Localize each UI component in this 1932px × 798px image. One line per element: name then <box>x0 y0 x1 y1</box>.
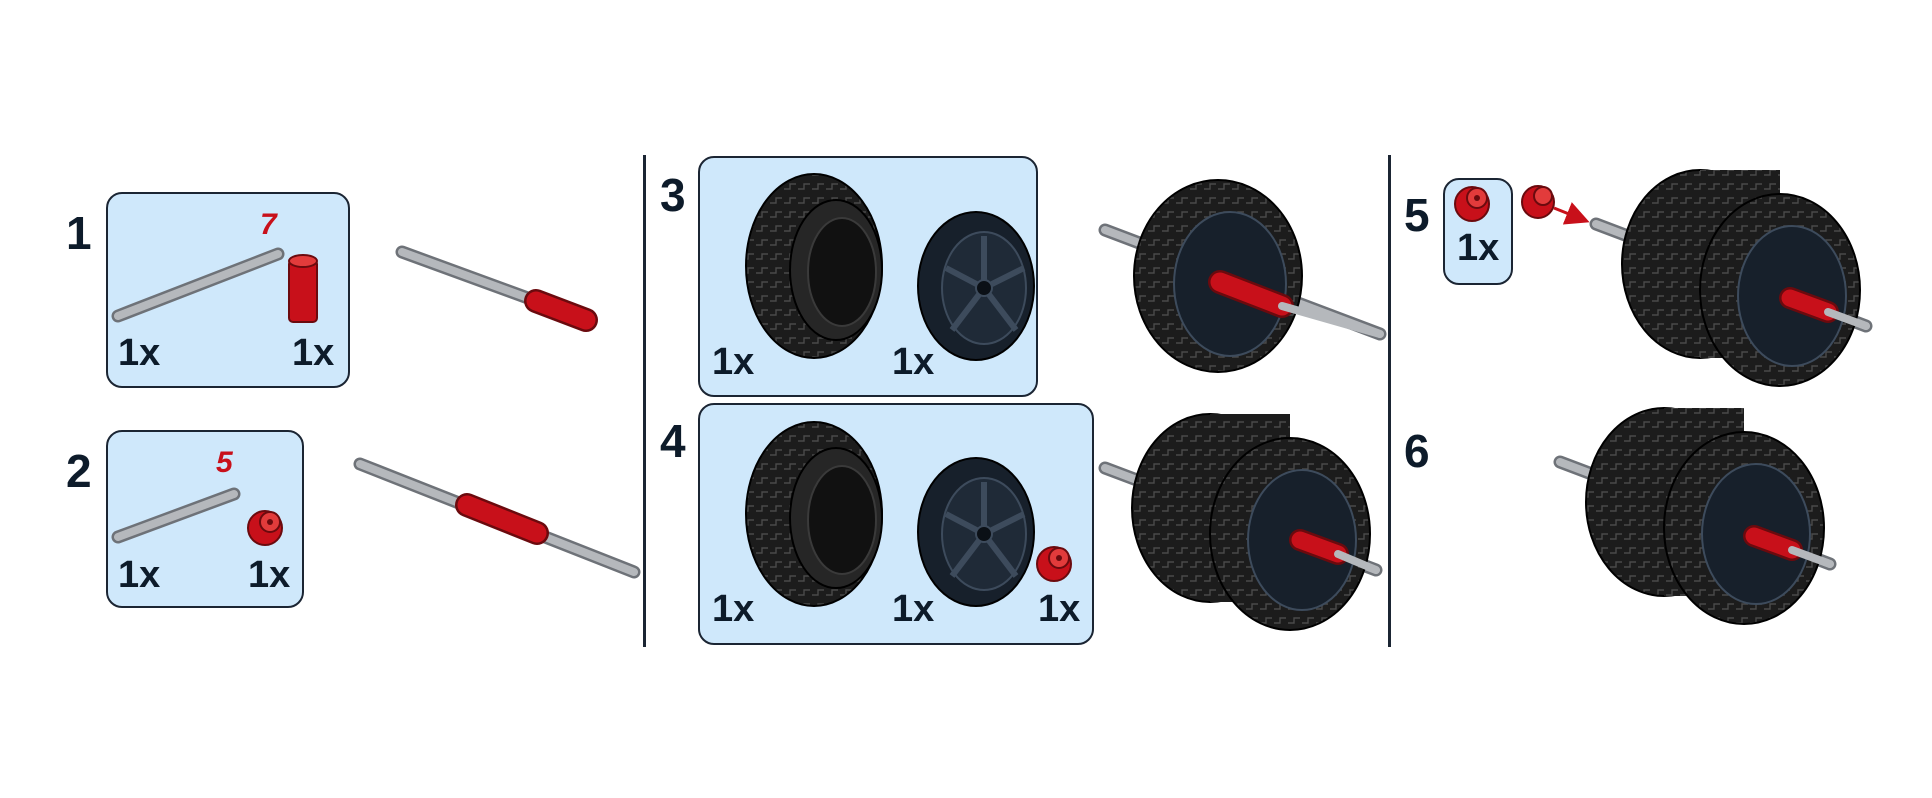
step-2-assembly-icon <box>353 457 641 579</box>
part-quantity: 1x <box>1457 227 1500 269</box>
part-quantity: 1x <box>892 341 935 383</box>
rim-icon <box>917 211 1035 361</box>
part-quantity: 1x <box>712 588 755 630</box>
wheel-assembly-icon <box>1098 179 1387 373</box>
column-divider-right <box>1388 155 1391 647</box>
axle-icon <box>111 487 241 544</box>
connector-icon <box>288 254 318 323</box>
part-quantity: 1x <box>712 341 755 383</box>
double-wheel-assembly-icon <box>1553 407 1837 625</box>
part-quantity: 1x <box>292 332 335 374</box>
step-number-6: 6 <box>1404 425 1430 477</box>
part-quantity: 1x <box>118 332 161 374</box>
part-quantity: 1x <box>892 588 935 630</box>
tire-icon <box>745 421 883 607</box>
step-number-3: 3 <box>660 169 686 221</box>
rim-icon <box>917 457 1035 607</box>
step-1-assembly-icon <box>395 245 598 332</box>
step-number-2: 2 <box>66 445 92 497</box>
bush-icon <box>1036 546 1072 582</box>
bush-icon <box>1454 186 1490 222</box>
tire-icon <box>745 173 883 359</box>
axle-length-label: 7 <box>260 208 277 241</box>
bush-icon <box>1521 185 1555 219</box>
bush-icon <box>247 510 283 546</box>
arrow-icon <box>1553 202 1590 225</box>
step-number-4: 4 <box>660 415 686 467</box>
step-number-1: 1 <box>66 207 92 259</box>
part-quantity: 1x <box>1038 588 1081 630</box>
axle-length-label: 5 <box>216 446 233 479</box>
double-wheel-assembly-icon <box>1589 169 1873 387</box>
part-quantity: 1x <box>248 554 291 596</box>
double-wheel-assembly-icon <box>1098 413 1383 631</box>
axle-icon <box>111 247 285 323</box>
step-number-5: 5 <box>1404 189 1430 241</box>
column-divider-left <box>643 155 646 647</box>
part-quantity: 1x <box>118 554 161 596</box>
